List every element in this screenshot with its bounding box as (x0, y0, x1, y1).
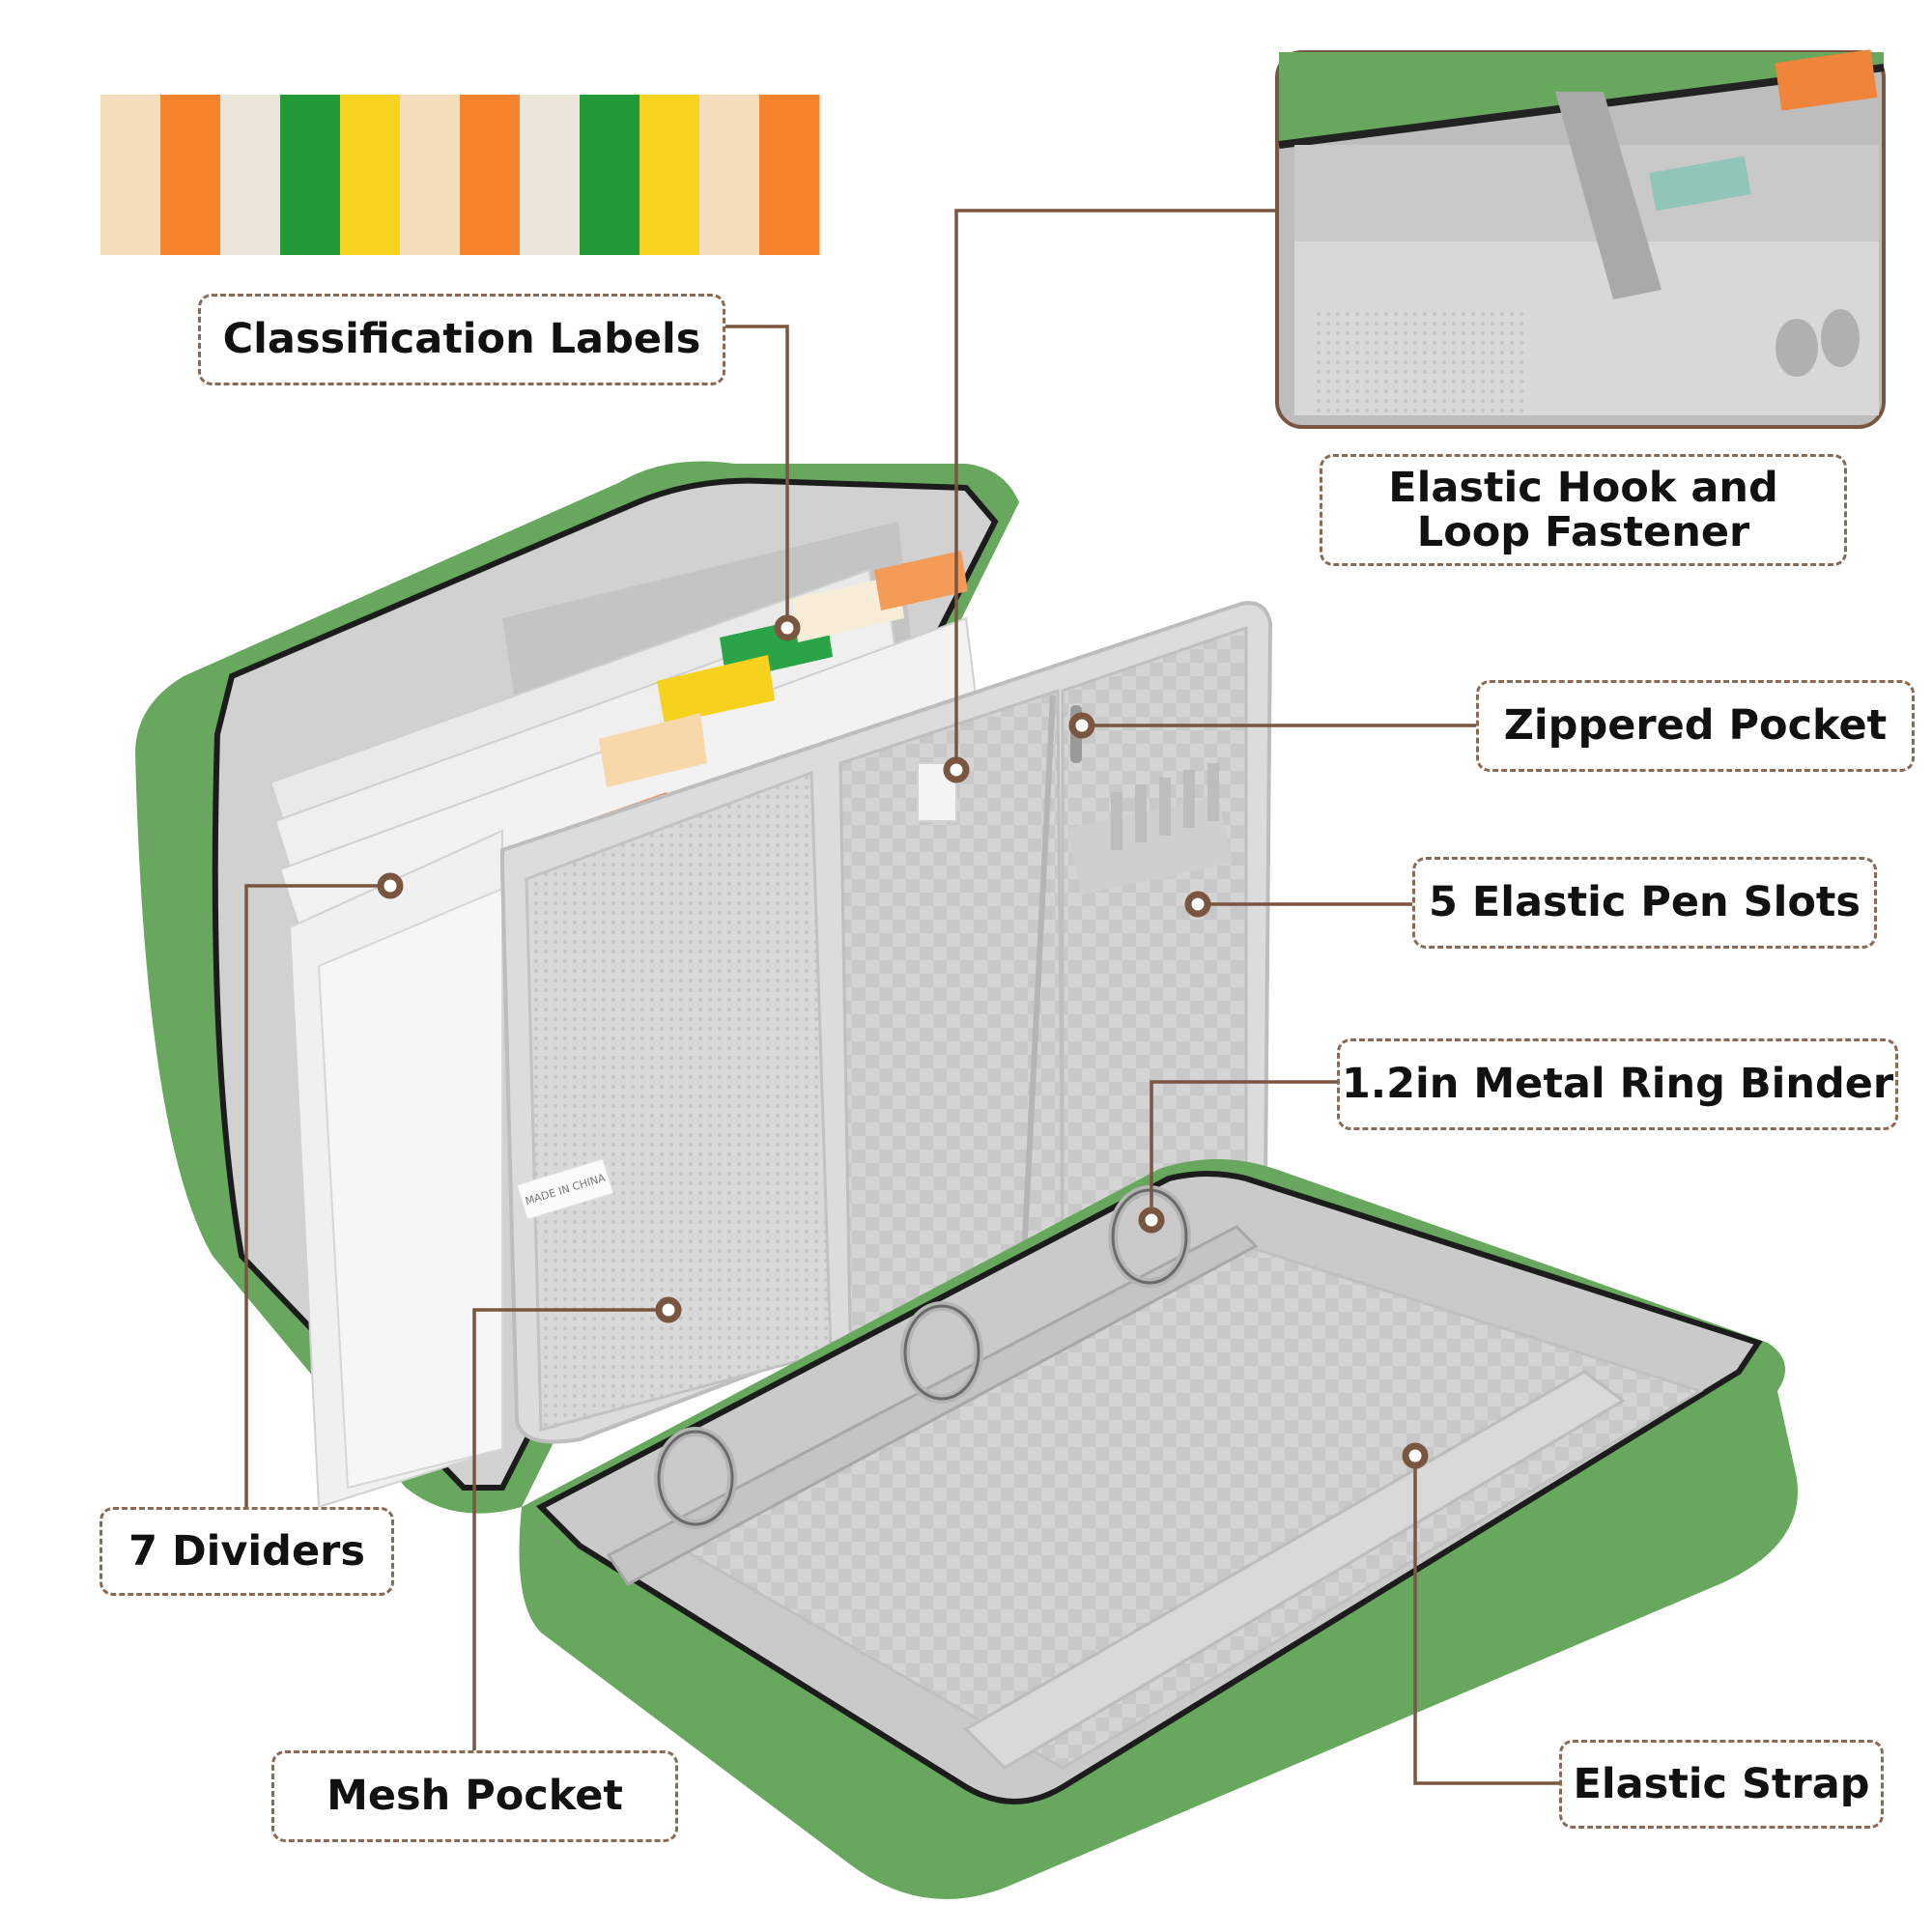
label-pen-slots: 5 Elastic Pen Slots (1412, 857, 1877, 949)
swatch-stripe (460, 95, 521, 255)
leader-line (1150, 1080, 1337, 1220)
label-classification-labels: Classification Labels (198, 294, 725, 385)
divider-tabs (570, 551, 968, 840)
callout-dot (377, 872, 404, 899)
callout-dot (943, 756, 970, 783)
leader-line (954, 209, 1277, 770)
ring-binder (606, 1185, 1259, 1586)
swatch-stripe (100, 95, 161, 255)
swatch-stripe (220, 95, 281, 255)
callout-dots (377, 614, 1429, 1469)
swatch-stripe (280, 95, 341, 255)
leader-line (244, 884, 390, 1507)
label-dividers: 7 Dividers (99, 1507, 394, 1596)
leader-line (1413, 1456, 1559, 1785)
callout-dot (1138, 1207, 1165, 1234)
callout-leaders (244, 209, 1559, 1785)
swatch-stripe (340, 95, 401, 255)
label-ring-binder: 1.2in Metal Ring Binder (1337, 1038, 1898, 1130)
leader-line (472, 1308, 668, 1750)
callout-dot (774, 614, 801, 641)
swatch-stripe (160, 95, 221, 255)
label-zippered-pocket: Zippered Pocket (1476, 680, 1915, 772)
label-elastic-hook-and-loop: Elastic Hook and Loop Fastener (1320, 454, 1847, 566)
swatch-stripe (580, 95, 640, 255)
swatch-stripe (759, 95, 820, 255)
callout-dot (1402, 1442, 1429, 1469)
swatch-stripe (699, 95, 760, 255)
callout-dot (655, 1296, 682, 1323)
swatch-stripe (400, 95, 461, 255)
inset-closeup-photo (1275, 49, 1886, 429)
callout-dot (1184, 891, 1211, 918)
callout-dot (1068, 712, 1095, 739)
leader-line (725, 325, 789, 628)
swatch-stripe (639, 95, 700, 255)
label-elastic-strap: Elastic Strap (1559, 1740, 1884, 1829)
swatch-stripe (520, 95, 581, 255)
color-swatch-strip (100, 95, 820, 255)
label-mesh-pocket: Mesh Pocket (271, 1750, 678, 1842)
